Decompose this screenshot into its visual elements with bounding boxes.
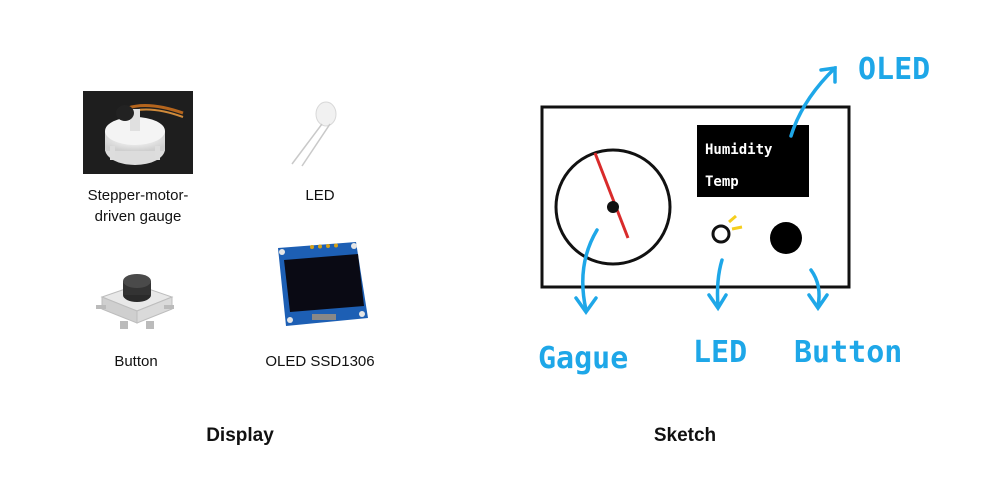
led-photo [280,100,350,170]
oled-line-humidity: Humidity [705,142,773,158]
gauge-dial [554,148,672,266]
button-callout-label: Button [794,335,902,370]
gauge-caption: Stepper-motor- driven gauge [60,185,216,227]
gauge-needle [593,152,630,239]
oled-caption: OLED SSD1306 [265,353,375,370]
led-indicator [711,214,743,244]
panel-outline [540,105,851,289]
oled-module-photo [272,238,372,330]
led-callout-label: LED [693,335,747,370]
oled-callout-label: OLED [858,52,930,87]
gauge-caption-line1: Stepper-motor- [87,187,189,204]
display-title: Display [206,425,274,446]
sketch-title: Sketch [653,425,717,446]
oled-line-temp: Temp [705,174,739,190]
button-callout-arrow [807,268,829,312]
led-callout-arrow [707,258,728,312]
sketch-drawing: Humidity Temp OLED Gague LED [538,52,930,376]
gauge-callout-label: Gague [538,341,628,376]
stepper-motor-gauge-photo [83,91,193,174]
oled-callout-arrow [789,65,837,138]
button-dot [770,222,802,254]
gauge-callout-arrow [574,228,599,316]
tactile-button-photo [92,267,178,337]
led-caption: LED [305,187,335,204]
gauge-caption-line2: driven gauge [94,208,182,225]
button-caption: Button [114,353,158,370]
